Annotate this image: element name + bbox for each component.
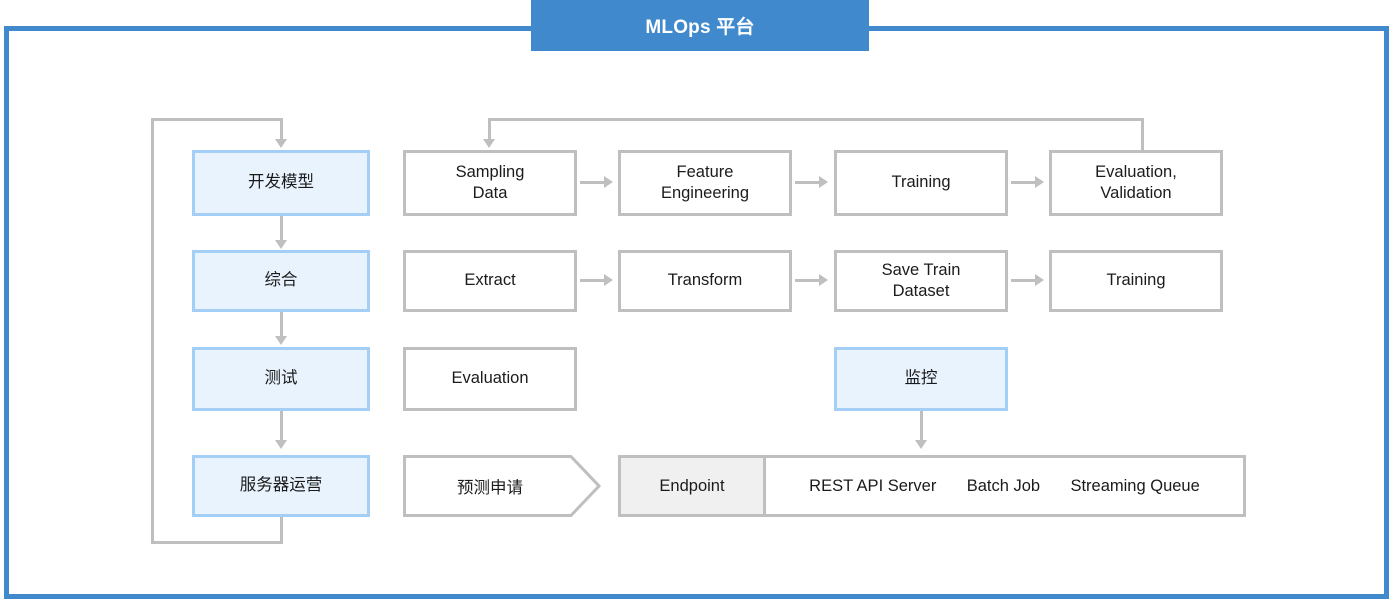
serving-strip: Endpoint REST API Server Batch Job Strea…	[618, 455, 1246, 517]
lifecycle-step-server-operation[interactable]: 服务器运营	[192, 455, 370, 517]
lifecycle-loop-arrowhead-icon	[275, 139, 287, 148]
lifecycle-loop-top-segment	[151, 118, 283, 121]
lifecycle-loop-down-segment	[280, 512, 283, 544]
lifecycle-step-testing[interactable]: 测试	[192, 347, 370, 411]
lifecycle-loop-entry-segment	[280, 118, 283, 139]
lifecycle-arrowhead-2-icon	[275, 336, 287, 345]
serving-channels: REST API Server Batch Job Streaming Queu…	[766, 458, 1243, 514]
lifecycle-loop-left-segment	[151, 118, 154, 544]
integration-step-save-train-dataset[interactable]: Save Train Dataset	[834, 250, 1008, 312]
modeling-step-training[interactable]: Training	[834, 150, 1008, 216]
modeling-connector-3	[1011, 181, 1037, 184]
lifecycle-connector-2	[280, 312, 283, 336]
lifecycle-loop-bottom-segment	[151, 541, 283, 544]
integration-connector-1	[580, 279, 606, 282]
integration-step-extract[interactable]: Extract	[403, 250, 577, 312]
monitoring-connector	[920, 411, 923, 440]
lifecycle-connector-3	[280, 411, 283, 440]
serving-channel-batch-job[interactable]: Batch Job	[966, 476, 1041, 495]
lifecycle-arrowhead-3-icon	[275, 440, 287, 449]
integration-arrowhead-1-icon	[604, 274, 613, 286]
serving-channel-streaming-queue[interactable]: Streaming Queue	[1070, 476, 1200, 495]
modeling-arrowhead-1-icon	[604, 176, 613, 188]
testing-step-monitoring[interactable]: 监控	[834, 347, 1008, 411]
modeling-step-feature-engineering[interactable]: Feature Engineering	[618, 150, 792, 216]
modeling-loop-arrowhead-icon	[483, 139, 495, 148]
integration-step-transform[interactable]: Transform	[618, 250, 792, 312]
modeling-loop-entry-segment	[488, 118, 491, 139]
monitoring-arrowhead-icon	[915, 440, 927, 449]
serving-endpoint[interactable]: Endpoint	[621, 458, 766, 514]
modeling-arrowhead-3-icon	[1035, 176, 1044, 188]
lifecycle-connector-1	[280, 216, 283, 240]
lifecycle-step-integration[interactable]: 综合	[192, 250, 370, 312]
integration-connector-2	[795, 279, 821, 282]
modeling-connector-1	[580, 181, 606, 184]
modeling-connector-2	[795, 181, 821, 184]
integration-arrowhead-2-icon	[819, 274, 828, 286]
pentagon-shape-icon	[403, 455, 601, 517]
serving-prediction-request-label: 预测申请	[457, 479, 523, 497]
integration-step-training[interactable]: Training	[1049, 250, 1223, 312]
serving-prediction-request[interactable]: 预测申请	[403, 455, 601, 517]
integration-connector-3	[1011, 279, 1037, 282]
page-title: MLOps 平台	[531, 0, 869, 51]
lifecycle-arrowhead-1-icon	[275, 240, 287, 249]
modeling-step-evaluation-validation[interactable]: Evaluation, Validation	[1049, 150, 1223, 216]
modeling-step-sampling-data[interactable]: Sampling Data	[403, 150, 577, 216]
modeling-loop-top-segment	[488, 118, 1144, 121]
integration-arrowhead-3-icon	[1035, 274, 1044, 286]
modeling-arrowhead-2-icon	[819, 176, 828, 188]
serving-channel-rest-api-server[interactable]: REST API Server	[809, 476, 937, 495]
modeling-loop-right-segment	[1141, 118, 1144, 150]
lifecycle-step-develop-model[interactable]: 开发模型	[192, 150, 370, 216]
testing-step-evaluation[interactable]: Evaluation	[403, 347, 577, 411]
